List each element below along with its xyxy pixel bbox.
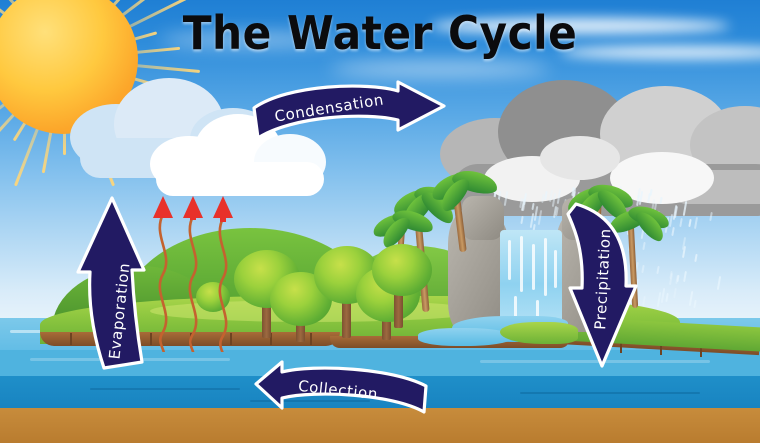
page-title: The Water Cycle xyxy=(30,6,729,60)
precipitation-arrow[interactable]: Precipitation xyxy=(566,196,638,372)
vapor-arrow xyxy=(206,196,240,352)
cliff-left-top xyxy=(462,196,504,240)
vapor-arrow xyxy=(176,196,210,352)
collection-arrow[interactable]: Collection xyxy=(252,362,432,418)
evaporation-arrow[interactable]: Evaporation xyxy=(76,194,148,372)
condensation-arrow[interactable]: Condensation xyxy=(248,82,448,144)
vapor-arrow xyxy=(146,196,180,352)
